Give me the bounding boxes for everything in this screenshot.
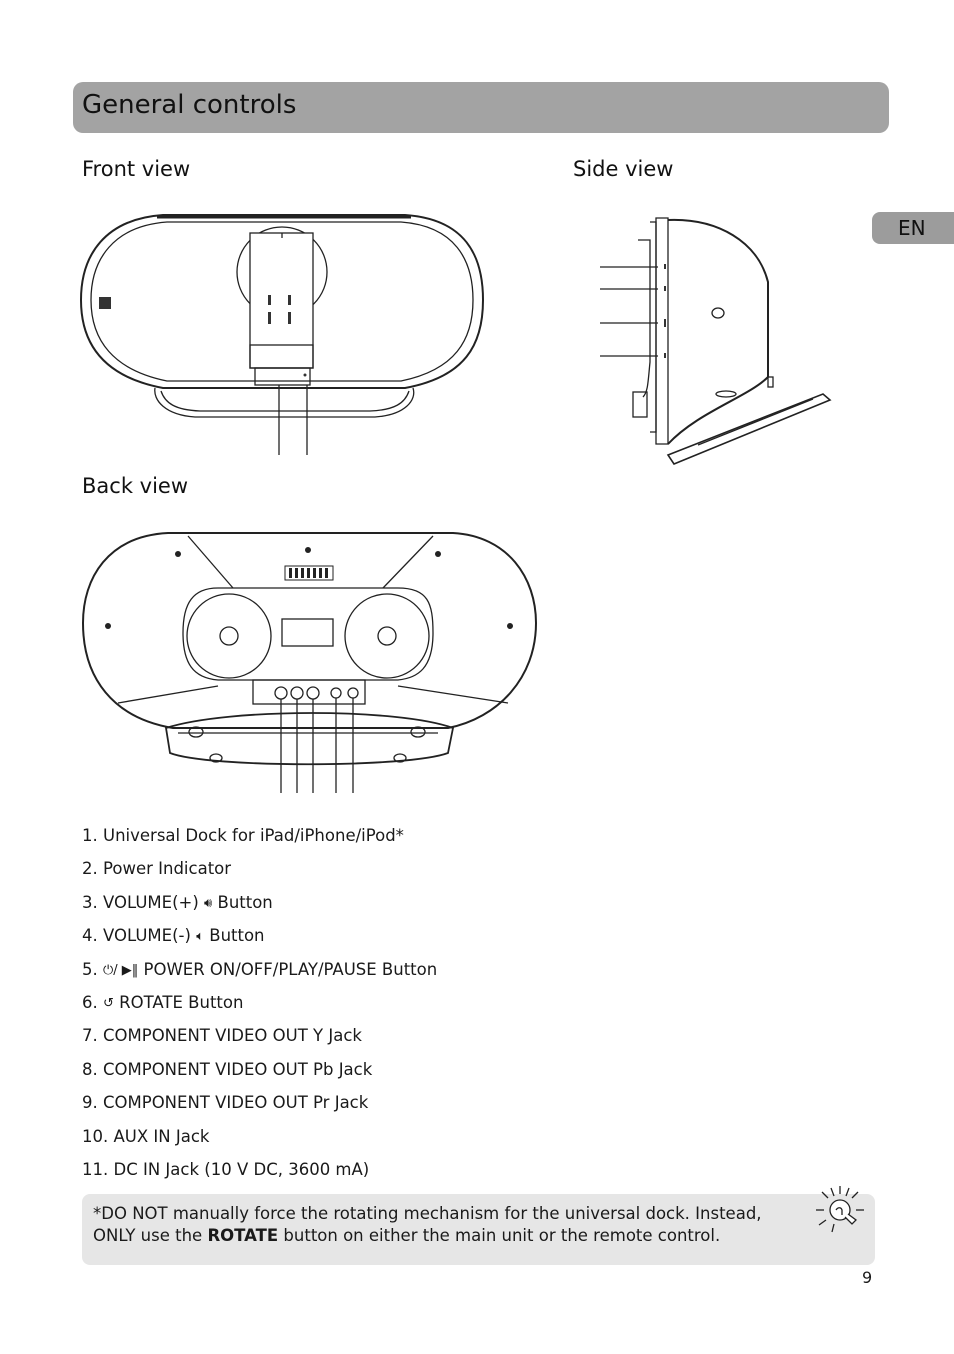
side-view-heading: Side view [573, 157, 674, 181]
list-item: 5. ⏻/ ▶‖ POWER ON/OFF/PLAY/PAUSE Button [82, 958, 437, 991]
language-tab: EN [872, 212, 954, 244]
power-play-pause-icon: ⏻/ ▶‖ [103, 962, 139, 978]
page-title: General controls [82, 90, 297, 120]
side-view-diagram [600, 217, 832, 465]
list-item: 1. Universal Dock for iPad/iPhone/iPod* [82, 826, 404, 845]
list-item: 6. ↺ ROTATE Button [82, 991, 437, 1024]
language-tab-label: EN [898, 216, 926, 240]
back-view-diagram [81, 532, 538, 793]
caution-note-text: *DO NOT manually force the rotating mech… [93, 1204, 762, 1245]
list-item: 11. DC IN Jack (10 V DC, 3600 mA) [82, 1159, 370, 1179]
caution-note: *DO NOT manually force the rotating mech… [82, 1186, 875, 1265]
front-view-heading: Front view [82, 157, 191, 181]
volume-down-icon: 🔈︎ [196, 929, 204, 945]
controls-list: 1. Universal Dock for iPad/iPhone/iPod* … [82, 824, 437, 1191]
list-item: 10. AUX IN Jack [82, 1126, 210, 1146]
list-item: 8. COMPONENT VIDEO OUT Pb Jack [82, 1059, 373, 1079]
list-item: 3. VOLUME(+) 🔊︎ Button [82, 891, 437, 924]
front-view-diagram [79, 214, 485, 455]
list-item: 7. COMPONENT VIDEO OUT Y Jack [82, 1026, 362, 1046]
section-title-bar: General controls [73, 82, 889, 133]
lightbulb-tip-icon [816, 1186, 864, 1233]
back-view-heading: Back view [82, 474, 189, 498]
volume-up-icon: 🔊︎ [204, 895, 213, 911]
list-item: 4. VOLUME(-) 🔈︎ Button [82, 924, 437, 957]
page-number: 9 [862, 1268, 873, 1287]
rotate-icon: ↺ [103, 995, 114, 1011]
list-item: 9. COMPONENT VIDEO OUT Pr Jack [82, 1093, 369, 1113]
list-item: 2. Power Indicator [82, 859, 232, 879]
